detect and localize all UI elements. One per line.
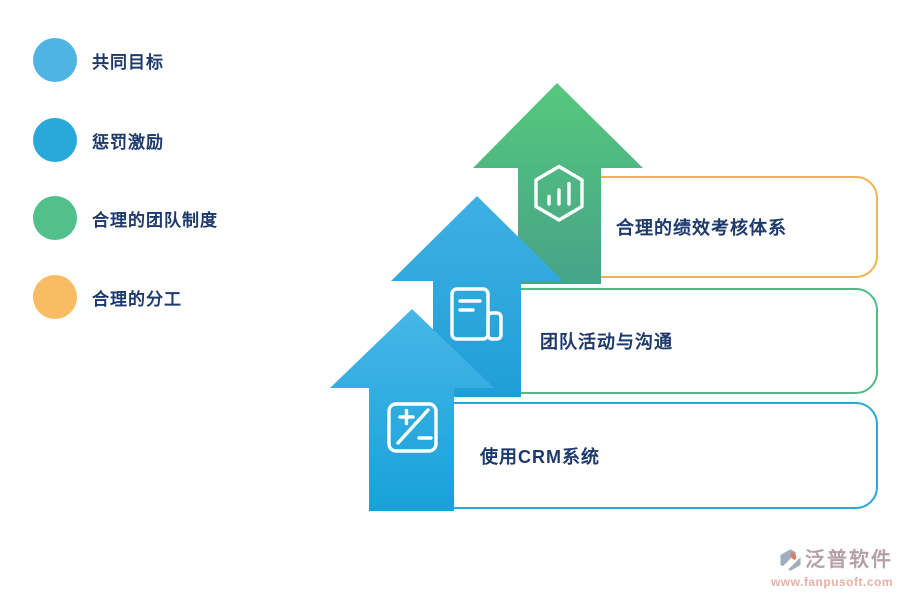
legend-item-reward-punishment: 惩罚激励: [33, 118, 164, 162]
step-card-team-communication: 团队活动与沟通: [480, 288, 878, 394]
legend-item-division-of-labor: 合理的分工: [33, 275, 182, 319]
fanpu-logo-icon: [780, 549, 802, 573]
step-card-label: 团队活动与沟通: [540, 332, 673, 352]
brand-name: 泛普软件: [805, 549, 893, 571]
bullet-circle-icon: [33, 38, 77, 82]
bullet-circle-icon: [33, 118, 77, 162]
legend-item-team-system: 合理的团队制度: [33, 196, 218, 240]
legend-label: 合理的分工: [92, 289, 182, 309]
legend-label: 惩罚激励: [92, 132, 164, 152]
step-card-performance-system: 合理的绩效考核体系: [560, 176, 878, 278]
legend-item-common-goals: 共同目标: [33, 38, 164, 82]
bullet-circle-icon: [33, 275, 77, 319]
legend-label: 共同目标: [92, 52, 164, 72]
brand-url: www.fanpusoft.com: [770, 575, 893, 589]
step-card-label: 合理的绩效考核体系: [616, 218, 787, 238]
legend-label: 合理的团队制度: [92, 210, 218, 230]
step-card-use-crm: 使用CRM系统: [415, 402, 878, 509]
brand-row: 泛普软件: [771, 547, 893, 573]
brand-watermark: 泛普软件 www.fanpusoft.com: [771, 547, 893, 589]
step-card-label: 使用CRM系统: [480, 446, 600, 467]
bullet-circle-icon: [33, 196, 77, 240]
